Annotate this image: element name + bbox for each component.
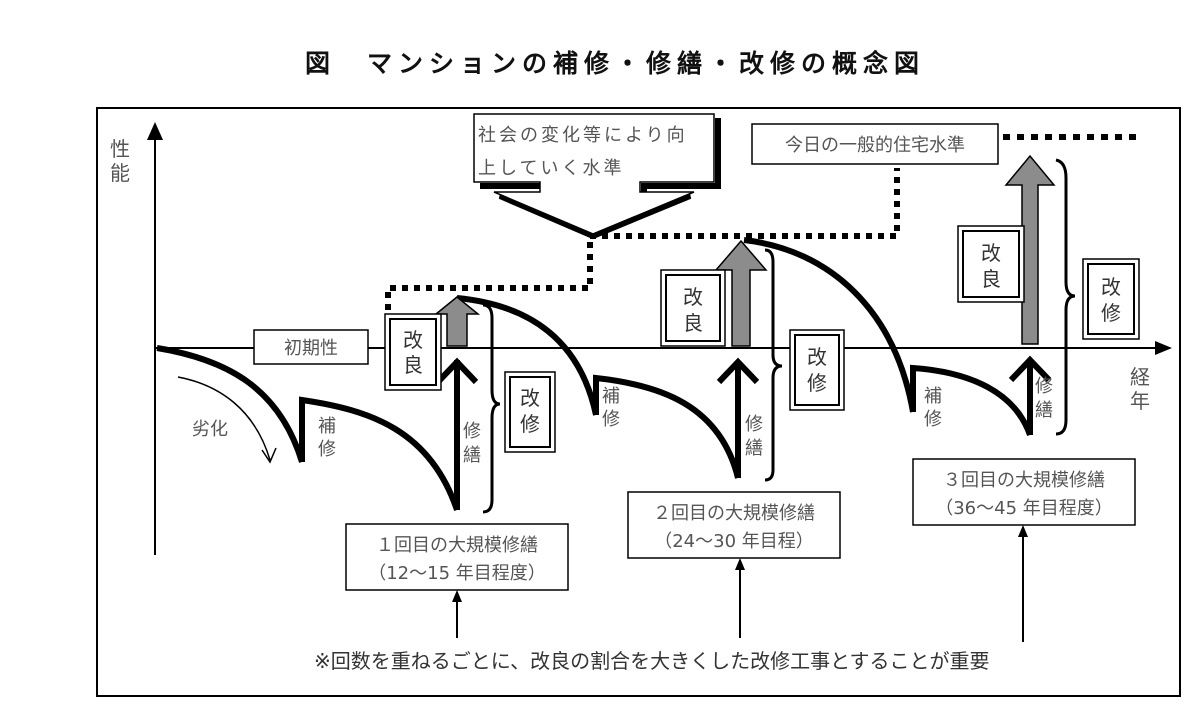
major-repair-3-period: （36～45 年目程度） [935, 498, 1113, 519]
improvement-box-3: 改 良 [957, 225, 1025, 303]
major-repair-2-title: ２回目の大規模修繕 [653, 503, 815, 524]
patch-repair-label-3a: 補 [924, 386, 942, 407]
repair-label-2a: 修 [745, 414, 763, 435]
patch-repair-label-2b: 修 [602, 409, 620, 430]
improvement-box-1: 改 良 [384, 313, 442, 391]
footnote: ※回数を重ねるごとに、改良の割合を大きくした改修工事とすることが重要 [314, 649, 990, 673]
x-axis-label-2: 年 [1130, 389, 1150, 413]
initial-performance-label: 初期性 [284, 338, 338, 359]
improvement-label-2b: 良 [683, 311, 703, 335]
patch-repair-label-1a: 補 [318, 416, 336, 437]
improvement-label-2a: 改 [683, 285, 703, 309]
repair-label-2b: 繕 [745, 438, 763, 459]
improvement-label-1b: 良 [403, 353, 423, 377]
y-axis-label-1: 性 [110, 137, 130, 161]
current-standard-box [751, 123, 999, 165]
pointer-arrowhead-1 [452, 590, 462, 602]
renovation-box-1: 改 修 [504, 371, 556, 453]
renovation-label-3b: 修 [1101, 301, 1121, 325]
improvement-label-1a: 改 [403, 328, 423, 352]
x-axis-label-1: 経 [1130, 365, 1150, 389]
improvement-arrow-3 [1004, 154, 1056, 345]
renovation-box-2: 改 修 [789, 329, 845, 411]
repair-arrow-head-3 [1008, 355, 1052, 383]
patch-repair-label-3b: 修 [924, 409, 942, 430]
patch-repair-label-1b: 修 [318, 439, 336, 460]
deterioration-arrow-head [261, 447, 277, 464]
major-repair-1-period: （12～15 年目程度） [368, 563, 546, 584]
deterioration-curve-5 [743, 237, 916, 413]
renovation-label-2a: 改 [807, 345, 827, 369]
repair-label-3b: 繕 [1035, 400, 1053, 421]
renovation-box-3: 改 修 [1082, 258, 1140, 340]
major-repair-box-1: １回目の大規模修繕 （12～15 年目程度） [345, 523, 569, 591]
patch-repair-label-2a: 補 [602, 386, 620, 407]
x-axis-arrowhead [1155, 341, 1172, 355]
figure-frame [96, 107, 1181, 697]
rising-standard-callout: 社会の変化等により向 上していく水準 [473, 113, 721, 240]
improvement-label-3b: 良 [981, 267, 1001, 291]
repair-label-1a: 修 [463, 421, 481, 442]
pointer-arrowhead-3 [1018, 525, 1028, 537]
major-repair-1-title: １回目の大規模修繕 [376, 535, 538, 556]
improvement-arrow-1 [433, 296, 481, 347]
repair-arrow-head-1 [435, 357, 479, 385]
improvement-arrow-2 [714, 239, 768, 347]
deterioration-arrow [177, 376, 271, 461]
y-axis-label-2: 能 [110, 161, 130, 185]
current-standard-label: 今日の一般的住宅水準 [785, 135, 965, 156]
deterioration-label: 劣化 [192, 419, 228, 440]
repair-label-3a: 修 [1035, 376, 1053, 397]
renovation-brace-2 [764, 248, 783, 482]
renovation-label-1a: 改 [520, 386, 540, 410]
rising-standard-text-1: 社会の変化等により向 [478, 125, 688, 146]
figure-title: 図 マンションの補修・修繕・改修の概念図 [304, 49, 925, 78]
renovation-brace-1 [482, 303, 501, 514]
repair-label-1b: 繕 [463, 445, 481, 466]
deterioration-curve-6 [910, 364, 1033, 437]
renovation-label-1b: 修 [520, 412, 540, 436]
renovation-label-2b: 修 [807, 371, 827, 395]
deterioration-curve-2 [299, 396, 460, 511]
major-repair-3-title: ３回目の大規模修繕 [943, 470, 1105, 491]
initial-performance-box [253, 329, 369, 365]
improvement-box-2: 改 良 [660, 269, 726, 347]
renovation-brace-3 [1055, 158, 1076, 436]
deterioration-curve-4 [593, 374, 741, 479]
rising-standard-text-2: 上していく水準 [478, 158, 624, 179]
deterioration-curve-3 [456, 295, 599, 416]
pointer-arrowhead-2 [735, 558, 745, 570]
renovation-label-3a: 改 [1101, 275, 1121, 299]
repair-arrow-head-2 [716, 357, 760, 385]
major-repair-box-3: ３回目の大規模修繕 （36～45 年目程度） [912, 458, 1136, 526]
deterioration-curve-1 [156, 345, 305, 463]
major-repair-2-period: （24～30 年目程） [654, 531, 814, 552]
y-axis-arrowhead [147, 122, 163, 140]
improvement-label-3a: 改 [981, 241, 1001, 265]
major-repair-box-2: ２回目の大規模修繕 （24～30 年目程） [627, 491, 841, 559]
